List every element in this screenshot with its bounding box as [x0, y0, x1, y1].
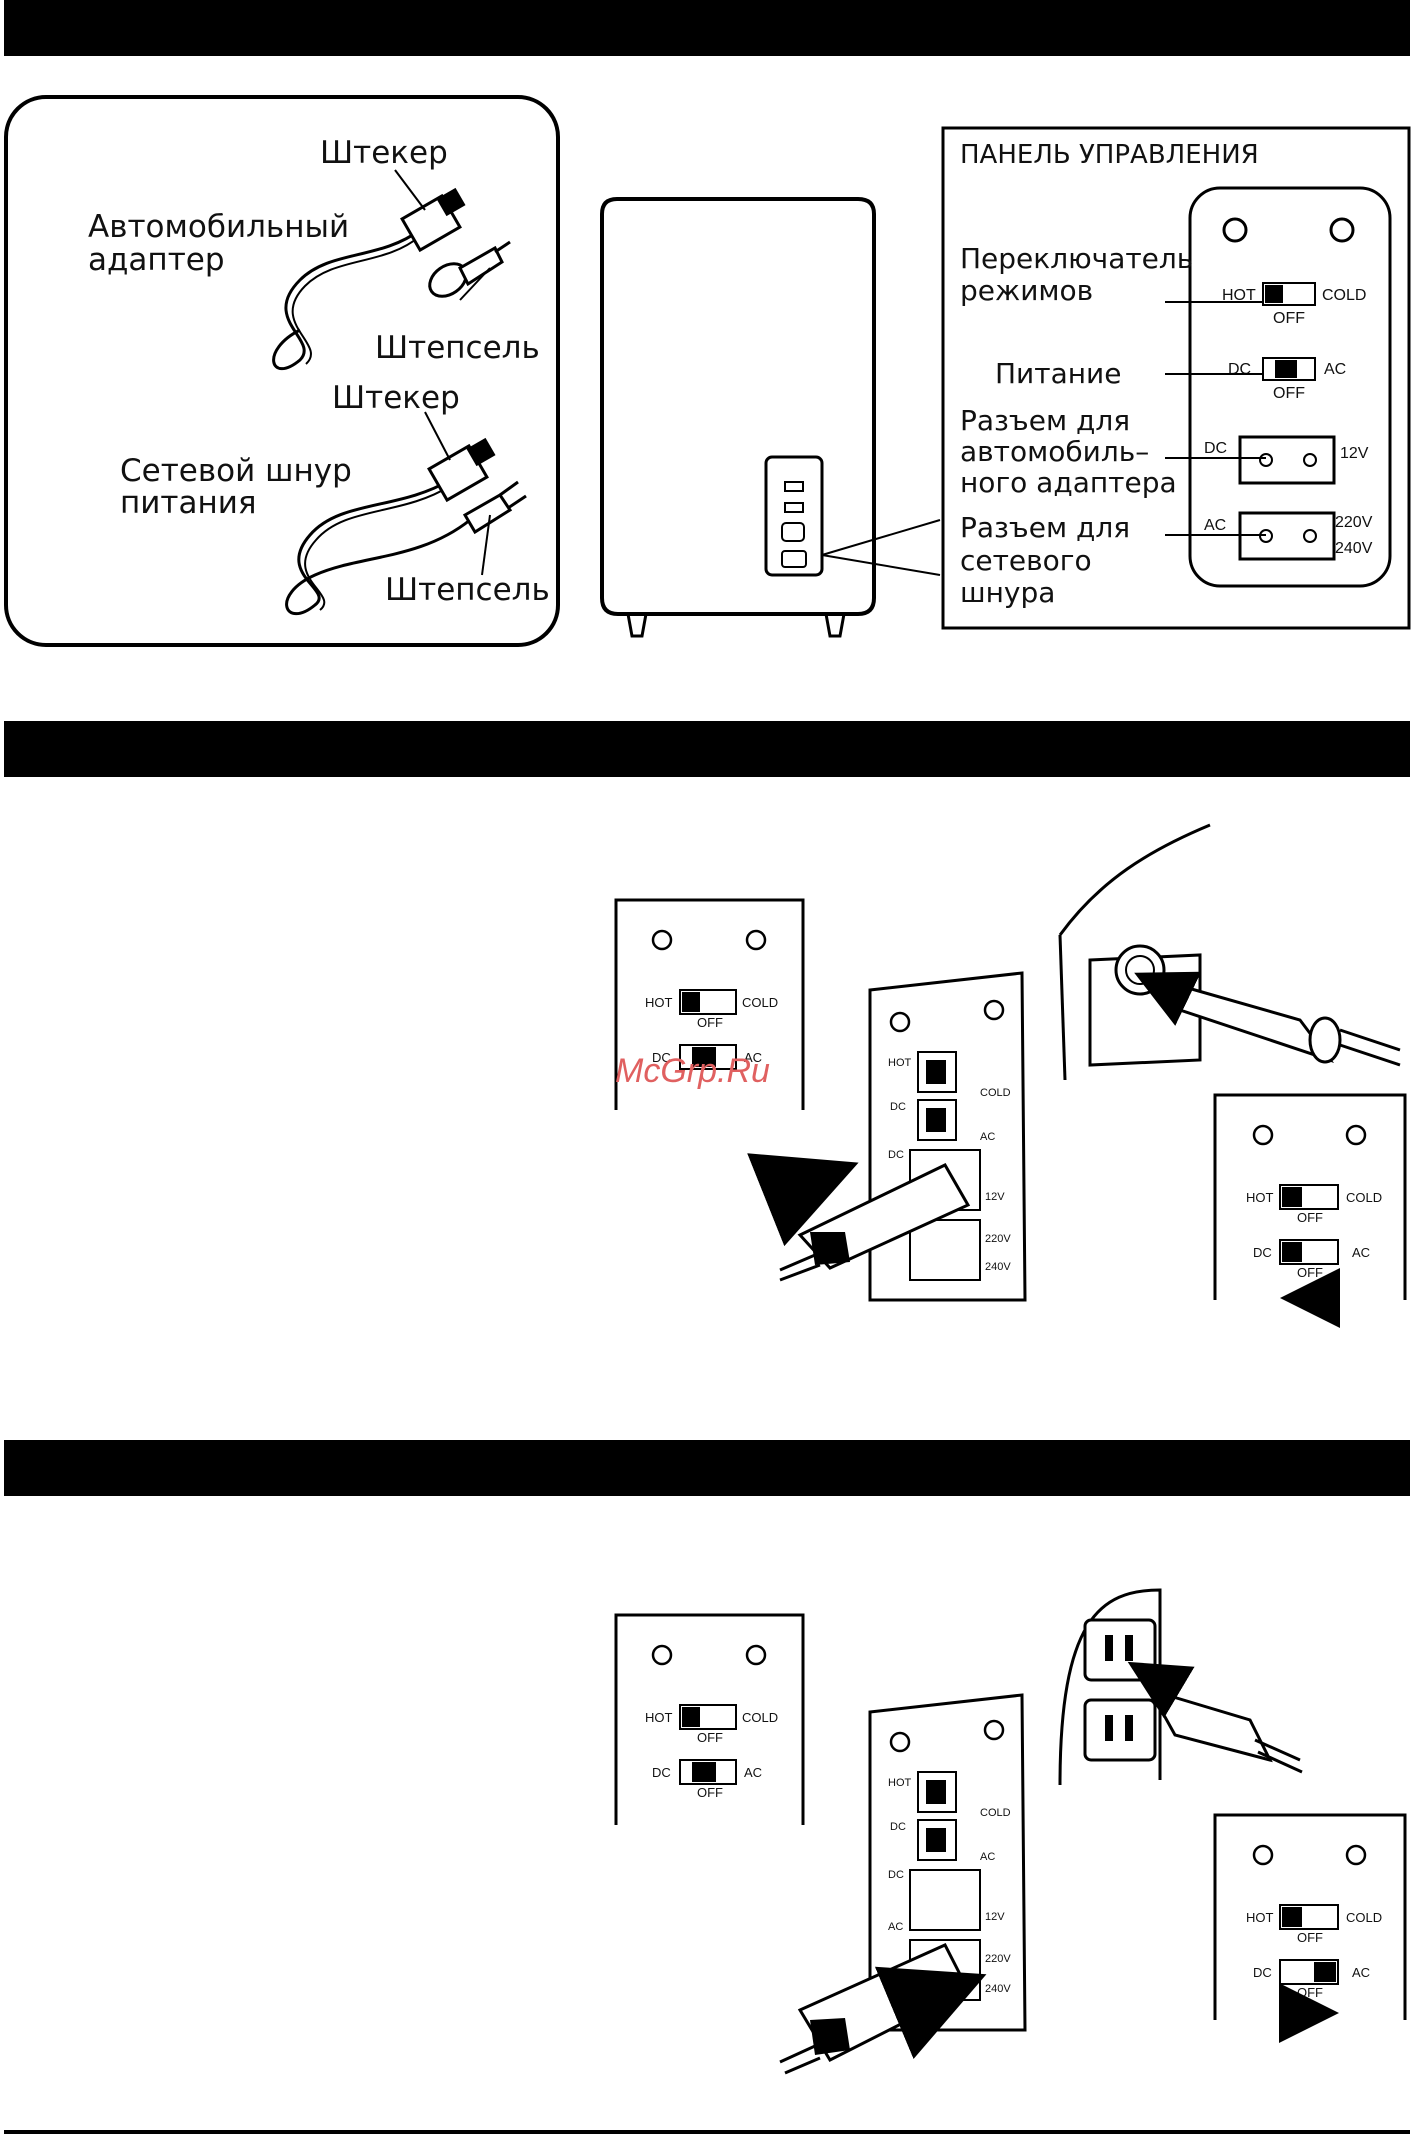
svg-text:12V: 12V [985, 1191, 1005, 1203]
control-panel-title: ПАНЕЛЬ УПРАВЛЕНИЯ [960, 140, 1259, 170]
svg-text:AC: AC [888, 1921, 903, 1933]
mains-jack-label-1: Разъем для [960, 511, 1130, 544]
svg-text:AC: AC [1204, 517, 1226, 534]
svg-text:HOT: HOT [888, 1777, 912, 1789]
cooler-body-figure [600, 197, 941, 638]
svg-text:DC: DC [888, 1869, 904, 1881]
mains-cord-label-2: питания [120, 485, 257, 521]
svg-text:HOT: HOT [645, 995, 673, 1010]
svg-text:COLD: COLD [1322, 287, 1366, 304]
svg-text:DC: DC [1228, 361, 1251, 378]
svg-text:DC: DC [1253, 1965, 1272, 1980]
svg-text:AC: AC [744, 1765, 762, 1780]
mains-jack-label-2: сетевого [960, 544, 1092, 577]
watermark: McGrp.Ru [615, 1052, 770, 1090]
svg-text:240V: 240V [985, 1983, 1011, 1995]
car-adapter-label-2: адаптер [88, 242, 225, 278]
svg-text:220V: 220V [985, 1953, 1011, 1965]
car-jack-label-2: автомобиль– [960, 435, 1149, 468]
mains-jack-label-3: шнура [960, 576, 1055, 609]
svg-text:AC: AC [1352, 1245, 1370, 1260]
svg-text:12V: 12V [1340, 445, 1369, 462]
accessories-figure: Штекер Автомобильный адаптер Штепсель Шт… [4, 95, 560, 647]
svg-text:AC: AC [980, 1131, 995, 1143]
svg-text:DC: DC [1253, 1245, 1272, 1260]
bottom-rule [4, 2130, 1410, 2134]
plug-label-2: Штекер [332, 380, 460, 416]
svg-text:HOT: HOT [888, 1057, 912, 1069]
control-panel-figure: ПАНЕЛЬ УПРАВЛЕНИЯ HOT COLD OFF DC AC OFF… [941, 126, 1411, 630]
plug-label-1: Штекер [320, 135, 448, 171]
mode-switch-label-1: Переключатель [960, 242, 1193, 275]
svg-text:OFF: OFF [1297, 1930, 1323, 1945]
svg-text:DC: DC [890, 1821, 906, 1833]
svg-text:OFF: OFF [1273, 310, 1305, 327]
mode-switch-label-2: режимов [960, 274, 1093, 307]
svg-text:COLD: COLD [1346, 1190, 1382, 1205]
dc-connection-figure: HOT COLD OFF DC AC HOT COLD DC AC DC 12V… [614, 823, 1407, 1328]
svg-text:OFF: OFF [697, 1730, 723, 1745]
svg-text:OFF: OFF [1297, 1985, 1323, 2000]
svg-text:DC: DC [652, 1765, 671, 1780]
svg-text:COLD: COLD [980, 1807, 1011, 1819]
svg-text:COLD: COLD [1346, 1910, 1382, 1925]
section-bar-2 [4, 721, 1410, 777]
svg-text:AC: AC [980, 1851, 995, 1863]
svg-text:OFF: OFF [697, 1015, 723, 1030]
car-jack-label-3: ного адаптера [960, 466, 1177, 499]
car-adapter-label-1: Автомобильный [88, 209, 349, 245]
socket-plug-label-1: Штепсель [375, 330, 540, 366]
svg-text:DC: DC [890, 1101, 906, 1113]
svg-text:COLD: COLD [980, 1087, 1011, 1099]
mains-cord-label-1: Сетевой шнур [120, 453, 352, 489]
power-label: Питание [995, 357, 1121, 390]
svg-text:AC: AC [1352, 1965, 1370, 1980]
car-jack-label-1: Разъем для [960, 404, 1130, 437]
svg-text:220V: 220V [1335, 514, 1373, 531]
section-bar-1 [4, 0, 1410, 56]
svg-text:OFF: OFF [1273, 385, 1305, 402]
svg-text:HOT: HOT [1246, 1910, 1274, 1925]
svg-text:COLD: COLD [742, 995, 778, 1010]
svg-text:220V: 220V [985, 1233, 1011, 1245]
socket-plug-label-2: Штепсель [385, 572, 550, 608]
svg-text:DC: DC [652, 1050, 671, 1065]
svg-text:240V: 240V [985, 1261, 1011, 1273]
svg-text:12V: 12V [985, 1911, 1005, 1923]
svg-text:AC: AC [744, 1050, 762, 1065]
svg-text:COLD: COLD [742, 1710, 778, 1725]
svg-text:DC: DC [888, 1149, 904, 1161]
section-bar-3 [4, 1440, 1410, 1496]
svg-text:HOT: HOT [645, 1710, 673, 1725]
svg-text:OFF: OFF [1297, 1265, 1323, 1280]
svg-text:OFF: OFF [697, 1785, 723, 1800]
svg-text:DC: DC [1204, 440, 1227, 457]
svg-text:HOT: HOT [1222, 287, 1256, 304]
svg-text:240V: 240V [1335, 540, 1373, 557]
svg-text:OFF: OFF [1297, 1210, 1323, 1225]
svg-text:AC: AC [1324, 361, 1346, 378]
ac-connection-figure: HOT COLD OFF DC AC OFF HOT COLD DC AC DC… [614, 1588, 1407, 2075]
svg-text:HOT: HOT [1246, 1190, 1274, 1205]
